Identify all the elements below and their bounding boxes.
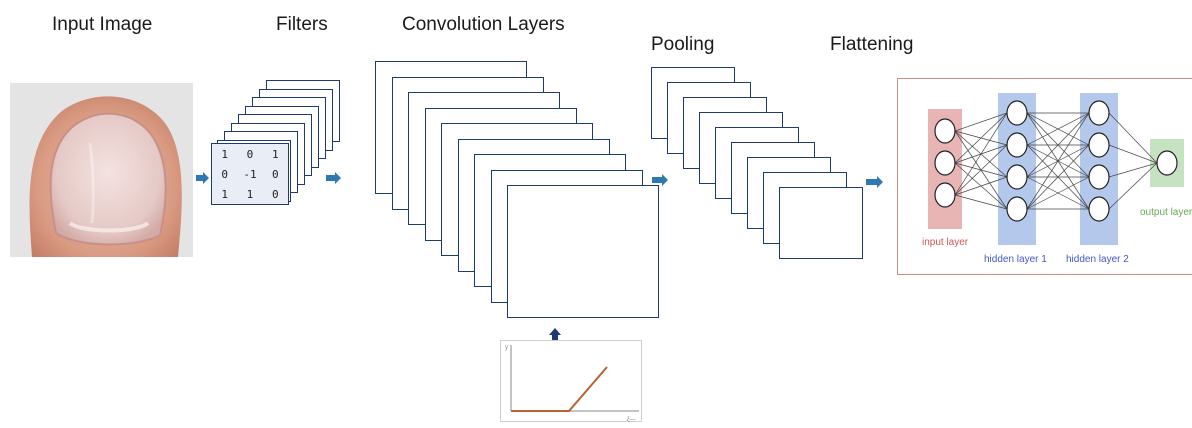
hidden-1-node — [1006, 196, 1028, 222]
output-layer-label: output layer — [1140, 207, 1192, 218]
hidden-layer-1-label: hidden layer 1 — [984, 254, 1047, 265]
filter-cell: 1 — [221, 147, 228, 161]
hidden-1-node — [1006, 100, 1028, 126]
filters-title: Filters — [276, 14, 328, 35]
network-connection — [954, 112, 1008, 132]
x-axis-mark: ξ— — [627, 417, 636, 423]
arrow-right-icon — [326, 172, 341, 184]
convolution-sheet — [507, 185, 659, 318]
relu-activation-plot: y ξ— — [500, 340, 642, 423]
filter-matrix: 1 0 1 0 -1 0 1 1 0 — [211, 143, 289, 205]
network-connection — [1026, 112, 1090, 178]
arrow-right-icon — [866, 176, 883, 188]
input-layer-label: input layer — [922, 237, 969, 248]
network-connection — [954, 144, 1008, 196]
relu-line — [511, 366, 608, 412]
output-node — [1156, 150, 1178, 176]
filter-cell: -1 — [243, 167, 257, 181]
network-connection — [954, 112, 1008, 164]
neural-network-diagram: input layer hidden layer 1 hidden layer … — [897, 78, 1192, 275]
pooling-sheet — [779, 187, 863, 259]
fingernail-input-image — [10, 83, 193, 257]
filter-cell: 0 — [221, 167, 228, 181]
pooling-title: Pooling — [651, 34, 715, 55]
convolution-layers-title: Convolution Layers — [402, 14, 565, 35]
network-connection — [954, 112, 1008, 196]
hidden-1-node — [1006, 164, 1028, 190]
filter-cell: 0 — [272, 187, 279, 201]
input-node — [934, 182, 956, 208]
y-axis-mark: y — [505, 345, 508, 351]
hidden-2-node — [1088, 196, 1110, 222]
network-connection — [1108, 112, 1158, 164]
network-connection — [1026, 112, 1090, 146]
hidden-2-node — [1088, 100, 1110, 126]
hidden-2-node — [1088, 132, 1110, 158]
filter-cell: 1 — [246, 187, 254, 201]
input-node — [934, 118, 956, 144]
network-connection — [954, 194, 1008, 210]
network-connection — [1108, 144, 1158, 164]
arrow-right-icon — [196, 172, 209, 184]
network-connection — [1026, 176, 1090, 210]
network-connection — [1108, 162, 1158, 178]
network-connection — [954, 176, 1008, 196]
hidden-2-node — [1088, 164, 1110, 190]
network-connection — [1026, 112, 1090, 210]
hidden-layer-2-label: hidden layer 2 — [1066, 254, 1129, 265]
filter-cell: 1 — [221, 187, 228, 201]
network-connection — [1026, 144, 1090, 210]
input-image-title: Input Image — [52, 14, 153, 35]
hidden-1-node — [1006, 132, 1028, 158]
filter-cell: 0 — [272, 167, 279, 181]
filter-cell: 0 — [246, 147, 254, 161]
input-node — [934, 150, 956, 176]
flattening-title: Flattening — [830, 34, 914, 55]
network-connection — [1108, 162, 1158, 210]
filter-cell: 1 — [272, 147, 279, 161]
arrow-right-icon — [652, 174, 668, 186]
